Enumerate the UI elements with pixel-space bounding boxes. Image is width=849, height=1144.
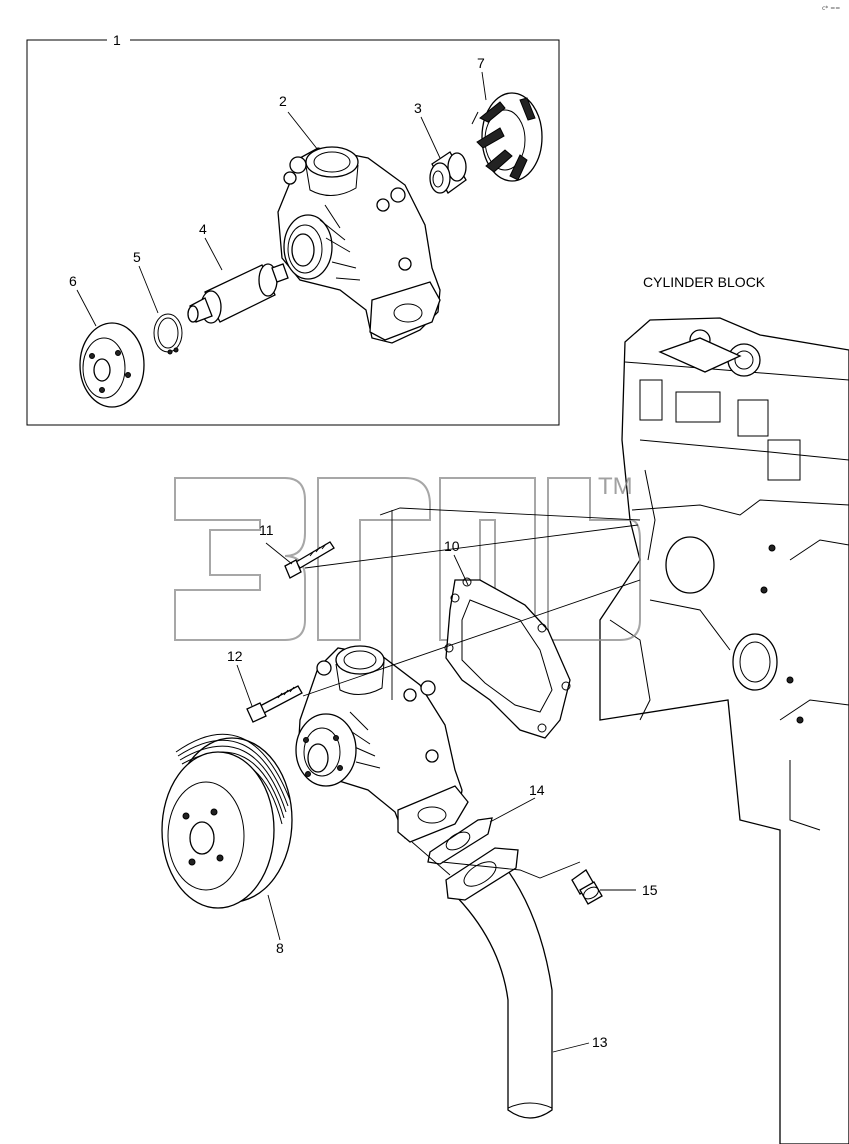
part-8-pulley: [161, 733, 293, 909]
cylinder-block: [599, 317, 849, 1144]
part-13-pipe: [445, 847, 553, 1119]
callout-15: 15: [642, 882, 658, 898]
leader-lines: [76, 71, 636, 1053]
watermark-tm: TM: [598, 473, 633, 500]
watermark: TM: [174, 473, 641, 641]
callout-4: 4: [199, 221, 207, 237]
callout-2: 2: [279, 93, 287, 109]
callout-8: 8: [276, 940, 284, 956]
part-10-gasket: [444, 577, 571, 739]
callout-5: 5: [133, 249, 141, 265]
cylinder-block-label: CYLINDER BLOCK: [643, 274, 766, 290]
part-15-bolt: [571, 869, 603, 905]
assembled-pump-housing: [295, 645, 469, 843]
corner-mark: c* ==: [822, 5, 840, 12]
callout-12: 12: [227, 648, 243, 664]
callouts: 1 2 3 7 4 5 6 11 10 12 14 15 8 13: [69, 32, 658, 1050]
part-11-bolt: [284, 541, 335, 579]
part-5-snap-ring: [153, 313, 183, 355]
part-12-bolt: [246, 685, 303, 723]
callout-3: 3: [414, 100, 422, 116]
part-7-impeller: [471, 92, 543, 182]
assembly-lines: [302, 507, 641, 879]
part-2-pump-housing: [277, 146, 441, 344]
part-6-flange: [79, 322, 145, 408]
part-14-gasket: [427, 817, 493, 865]
callout-13: 13: [592, 1034, 608, 1050]
part-3-seal: [429, 151, 467, 194]
callout-1: 1: [113, 32, 121, 48]
callout-11: 11: [259, 522, 274, 538]
callout-6: 6: [69, 273, 77, 289]
callout-7: 7: [477, 55, 485, 71]
part-4-shaft-bearing: [187, 263, 289, 324]
callout-10: 10: [444, 538, 460, 554]
callout-14: 14: [529, 782, 545, 798]
exploded-view-frame: [26, 39, 560, 426]
